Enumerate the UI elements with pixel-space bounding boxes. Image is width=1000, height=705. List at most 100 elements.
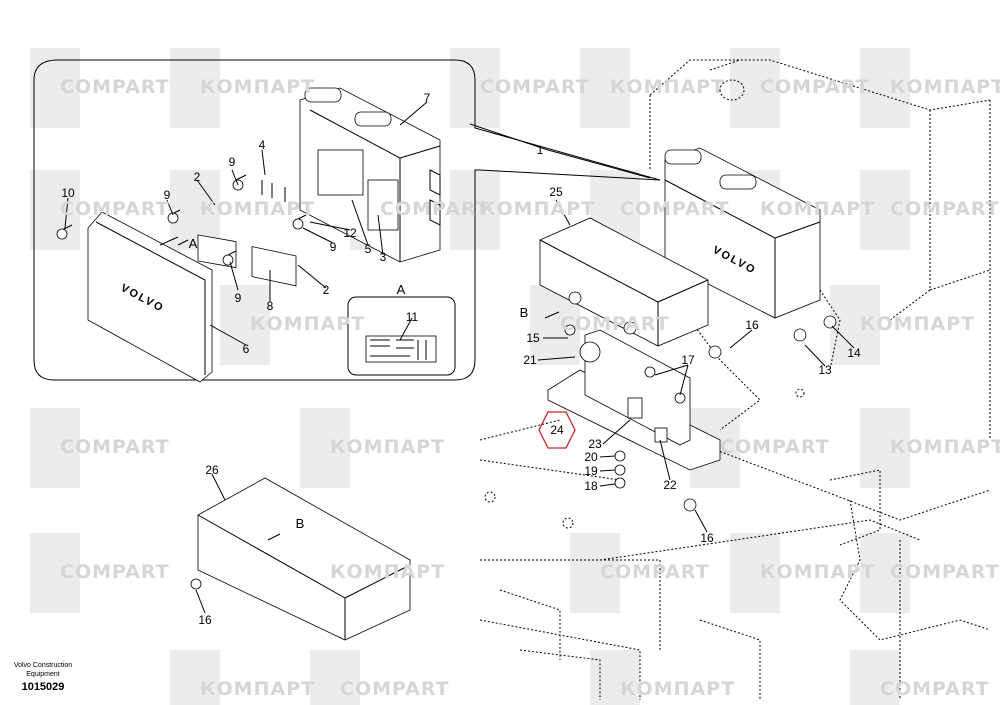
watermark-logo-icon (30, 533, 80, 613)
callout-14: 14 (847, 346, 861, 360)
watermark-text: КОМПАРТ (760, 198, 875, 220)
watermark-logo-icon (30, 170, 80, 250)
watermark-text: COMPART (890, 198, 1000, 220)
watermark-text: КОМПАРТ (480, 198, 595, 220)
callout-19: 19 (584, 464, 598, 478)
mounting-bracket (547, 315, 837, 512)
watermark-text: COMPART (340, 678, 450, 700)
callout-4: 4 (259, 138, 266, 152)
watermark-logo-icon (590, 650, 640, 705)
watermark-logo-icon (30, 408, 80, 488)
callout-9: 9 (330, 240, 337, 254)
watermark-logo-icon (220, 285, 270, 365)
watermark-text: КОМПАРТ (610, 76, 725, 98)
watermark-logo-icon (170, 170, 220, 250)
watermark-text: КОМПАРТ (200, 76, 315, 98)
watermark-logo-icon (730, 48, 780, 128)
callout-24: 24 (550, 423, 564, 437)
relays-detail (56, 174, 307, 287)
watermark-logo-icon (30, 48, 80, 128)
callout-17: 17 (681, 353, 695, 367)
view-label-b-cover: B (296, 516, 305, 531)
callout-11: 11 (406, 310, 419, 324)
watermark-text: COMPART (60, 198, 170, 220)
watermark-logo-icon (530, 285, 580, 365)
watermark-text: COMPART (720, 436, 830, 458)
fuse-box-detail (299, 87, 441, 263)
callout-9: 9 (235, 291, 242, 305)
watermark-text: COMPART (760, 76, 870, 98)
leader-lines (64, 101, 855, 614)
callout-6: 6 (243, 342, 250, 356)
callout-7: 7 (424, 91, 431, 105)
callout-15: 15 (526, 331, 540, 345)
callout-2: 2 (194, 170, 201, 184)
watermark-text: КОМПАРТ (330, 436, 445, 458)
watermark-logo-icon (850, 650, 900, 705)
machine-frame (479, 59, 991, 700)
watermark-text: COMPART (480, 76, 590, 98)
watermark-logo-icon (170, 650, 220, 705)
watermark-text: КОМПАРТ (760, 561, 875, 583)
watermark-text: COMPART (890, 561, 1000, 583)
watermark-logo-icon (170, 48, 220, 128)
callout-13: 13 (818, 363, 832, 377)
cover-26 (190, 477, 411, 641)
watermark-text: КОМПАРТ (890, 76, 1000, 98)
watermark-shape-layer (30, 48, 910, 705)
watermark-logo-icon (860, 48, 910, 128)
callout-22: 22 (663, 478, 677, 492)
watermark-text: COMPART (60, 436, 170, 458)
watermark-logo-icon (860, 170, 910, 250)
company-name: Volvo Construction Equipment (13, 662, 73, 678)
watermark-text: COMPART (880, 678, 990, 700)
watermark-text: КОМПАРТ (250, 313, 365, 335)
watermark-text: COMPART (600, 561, 710, 583)
callout-20: 20 (584, 450, 598, 464)
callout-9: 9 (229, 155, 236, 169)
view-label-a-detail: A (397, 282, 406, 297)
callout-9: 9 (164, 188, 171, 202)
watermark-text: COMPART (560, 313, 670, 335)
cover-detail (87, 211, 213, 383)
watermark-text: КОМПАРТ (890, 436, 1000, 458)
watermark-text: КОМПАРТ (330, 561, 445, 583)
watermark-text: COMPART (60, 76, 170, 98)
watermark-logo-icon (830, 285, 880, 365)
watermark-logo-icon (580, 48, 630, 128)
view-a-box (347, 296, 456, 376)
watermark-logo-icon (860, 533, 910, 613)
watermark-text: КОМПАРТ (200, 198, 315, 220)
cover-box-25 (539, 217, 709, 347)
view-label-b: B (520, 305, 529, 320)
callout-12: 12 (343, 226, 357, 240)
callout-25: 25 (549, 185, 563, 199)
callout-2: 2 (323, 283, 330, 297)
callout-1: 1 (537, 143, 544, 157)
callout-3: 3 (380, 250, 387, 264)
callout-8: 8 (267, 299, 274, 313)
watermark-text: COMPART (60, 561, 170, 583)
watermark-text: КОМПАРТ (200, 678, 315, 700)
callout-16: 16 (198, 613, 212, 627)
view-label-a: A (189, 236, 198, 251)
drawing-number: 1015029 (21, 681, 65, 693)
detail-callout-bubble (33, 59, 661, 381)
callout-5: 5 (365, 242, 372, 256)
callout-16: 16 (745, 318, 759, 332)
arrow-b-main (544, 311, 560, 319)
watermark-logo-icon (730, 533, 780, 613)
callout-labels: 1 2 2 3 4 5 6 7 8 9 9 9 9 10 11 12 13 14… (61, 91, 861, 627)
watermark-text: COMPART (380, 198, 490, 220)
watermark-logo-icon (570, 533, 620, 613)
callout-16: 16 (700, 531, 714, 545)
watermark-logo-icon (860, 408, 910, 488)
callout-21: 21 (523, 353, 537, 367)
callout-26: 26 (205, 463, 219, 477)
watermark-logo-icon (310, 650, 360, 705)
watermark-text: КОМПАРТ (860, 313, 975, 335)
watermark-text: COMPART (620, 198, 730, 220)
